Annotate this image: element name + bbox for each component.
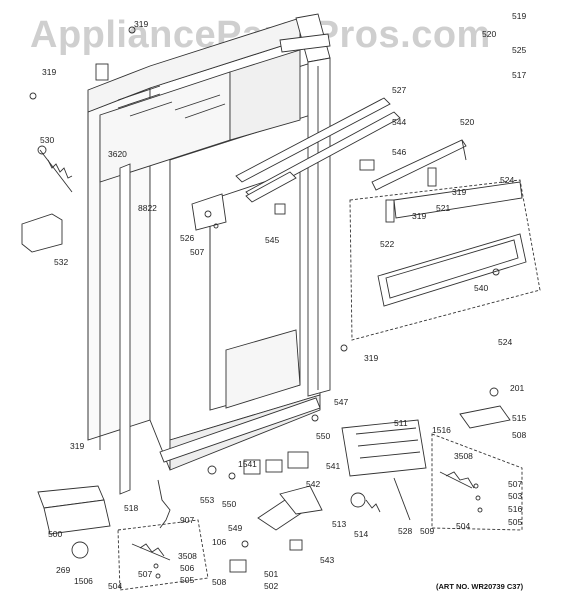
part-label: 503 [508,491,523,501]
art-number: (ART NO. WR20739 C37) [436,582,524,591]
part-label: 541 [326,461,341,471]
part-label: 518 [124,503,139,513]
part-label: 509 [420,526,435,536]
part-label: 546 [392,147,407,157]
part-label: 524 [500,175,515,185]
part-label: 8822 [138,203,157,213]
part-label: 540 [474,283,489,293]
module-511 [341,419,427,521]
part-label: 907 [180,515,195,525]
part-label: 500 [48,529,63,539]
bottom-center-parts [207,451,381,551]
bottom-left-hinge [37,479,247,591]
part-label: 504 [456,521,471,531]
part-label: 543 [320,555,335,565]
part-label: 545 [265,235,280,245]
bracket-assembly [191,193,227,231]
part-label: 511 [394,418,408,428]
part-label: 502 [264,581,279,591]
part-label: 519 [512,11,527,21]
part-label: 3508 [454,451,473,461]
part-label: 507 [190,247,205,257]
part-label: 525 [512,45,527,55]
part-label: 319 [134,19,149,29]
part-label: 513 [332,519,347,529]
part-label: 319 [412,211,427,221]
part-label: 530 [40,135,55,145]
part-label: 508 [512,430,527,440]
part-label: 508 [212,577,227,587]
part-label: 522 [380,239,395,249]
part-label: 507 [508,479,523,489]
part-label: 514 [354,529,369,539]
trim-panel-assembly [349,139,541,341]
part-label: 521 [436,203,451,213]
bottom-frame [159,397,321,463]
cabinet-shell [87,13,331,495]
part-label: 524 [498,337,513,347]
part-label: 269 [56,565,71,575]
part-label: 506 [180,563,195,573]
part-label: 515 [512,413,527,423]
part-label: 527 [392,85,407,95]
part-label: 319 [452,187,467,197]
part-label: 520 [482,29,497,39]
part-label: 1516 [432,425,451,435]
part-label: 1506 [74,576,93,586]
part-label: 507 [138,569,153,579]
part-label: 542 [306,479,321,489]
trim-rails [235,97,401,215]
part-label: 201 [510,383,525,393]
part-label: 549 [228,523,243,533]
part-label: 528 [398,526,413,536]
part-label: 550 [222,499,237,509]
part-label: 544 [392,117,407,127]
part-label: 504 [108,581,123,591]
part-label: 3508 [178,551,197,561]
part-label: 501 [264,569,279,579]
part-label: 505 [508,517,523,527]
part-label: 3620 [108,149,127,159]
part-label: 319 [42,67,57,77]
mid-right-parts [340,344,511,429]
part-label: 547 [334,397,349,407]
part-label: 319 [70,441,85,451]
part-label: 520 [460,117,475,127]
part-label: 319 [364,353,379,363]
part-label: 516 [508,504,523,514]
part-label: 106 [212,537,227,547]
top-hinge-parts [29,26,331,100]
part-label: 550 [316,431,331,441]
part-label: 553 [200,495,215,505]
part-label: 517 [512,70,527,80]
part-label: 1541 [238,459,257,469]
part-label: 505 [180,575,195,585]
left-side-parts [21,145,73,253]
part-label: 532 [54,257,69,267]
part-label: 526 [180,233,195,243]
right-hinge-kit [431,433,523,531]
